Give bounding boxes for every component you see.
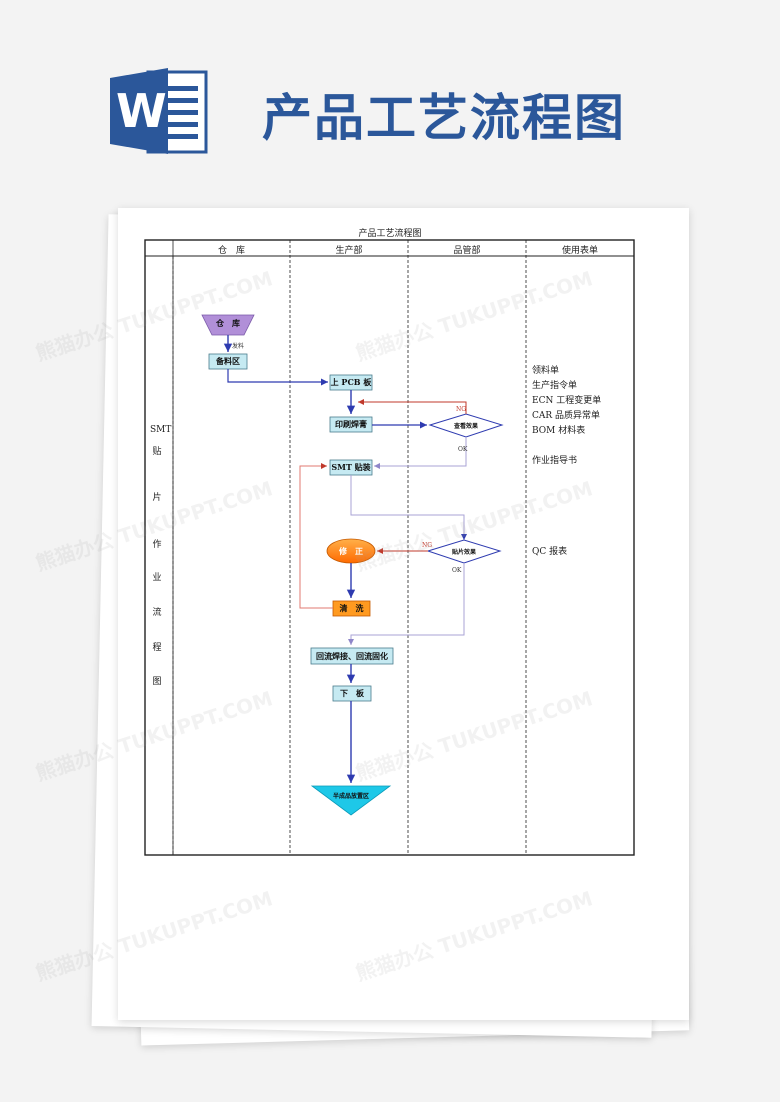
row-label-smt: SMT <box>150 425 172 435</box>
column-header-warehouse: 仓 库 <box>217 246 245 256</box>
form-item: 领料单 <box>532 366 560 376</box>
ng-label-2: NG <box>422 541 433 549</box>
ng-label-1: NG <box>456 405 467 413</box>
row-label-char: 片 <box>152 493 162 503</box>
document-title: 产品工艺流程图 <box>358 229 422 239</box>
placement-effect-diamond <box>426 539 502 564</box>
placement-effect-label: 贴片效果 <box>451 548 476 556</box>
check-effect-diamond <box>428 413 504 438</box>
connector-staging-pcb <box>227 369 328 386</box>
unloading-box <box>332 685 372 702</box>
ok-label-2: OK <box>452 566 462 574</box>
connector-clean-smt <box>299 463 333 609</box>
table-frame <box>144 239 635 856</box>
semi-finished-label: 半成品放置区 <box>332 792 369 800</box>
ok-label-1: OK <box>458 445 468 453</box>
semi-finished-triangle <box>310 785 392 816</box>
solder-printing-label: 印刷焊膏 <box>335 419 367 429</box>
row-label-char: 作 <box>152 540 162 550</box>
issue-label: 发料 <box>232 342 245 350</box>
reflow-label: 回流焊接、回流固化 <box>316 650 388 661</box>
warehouse-shape <box>201 314 255 336</box>
connector-check-ok <box>374 437 467 469</box>
row-label-char: 图 <box>152 677 162 687</box>
smt-placement-label: SMT 贴装 <box>331 462 371 472</box>
form-item-work-instruction: 作业指导书 <box>532 456 578 466</box>
staging-label: 备料区 <box>216 356 240 366</box>
form-item-qc-report: QC 报表 <box>532 547 568 557</box>
reflow-box <box>310 647 394 665</box>
document-page <box>118 208 689 1020</box>
form-item: BOM 材料表 <box>532 426 586 436</box>
column-header-forms: 使用表单 <box>561 246 598 256</box>
connector-smt-placement-check <box>350 475 467 540</box>
row-label-char: 业 <box>152 573 162 583</box>
check-effect-label: 查看效果 <box>453 422 478 430</box>
unloading-label: 下 板 <box>340 688 364 698</box>
page-title: 产品工艺流程图 <box>262 89 626 147</box>
warehouse-label: 仓 库 <box>216 317 240 328</box>
row-label-char: 流 <box>152 608 162 618</box>
form-item: ECN 工程变更单 <box>532 396 602 406</box>
form-item: 生产指令单 <box>532 381 578 391</box>
connector-check-ng <box>358 399 467 414</box>
word-logo: W <box>110 66 210 160</box>
pcb-loading-label: 上 PCB 板 <box>330 377 372 387</box>
repair-label: 修 正 <box>339 545 363 556</box>
column-header-production: 生产部 <box>335 246 363 256</box>
column-header-quality: 品管部 <box>453 246 481 256</box>
row-label-char: 贴 <box>152 447 162 457</box>
connector-placement-ok <box>348 563 465 645</box>
word-logo-letter: W <box>116 84 167 138</box>
form-item: CAR 品质异常单 <box>532 411 601 421</box>
row-label-char: 程 <box>152 643 162 653</box>
cleaning-label: 清 洗 <box>339 603 364 613</box>
